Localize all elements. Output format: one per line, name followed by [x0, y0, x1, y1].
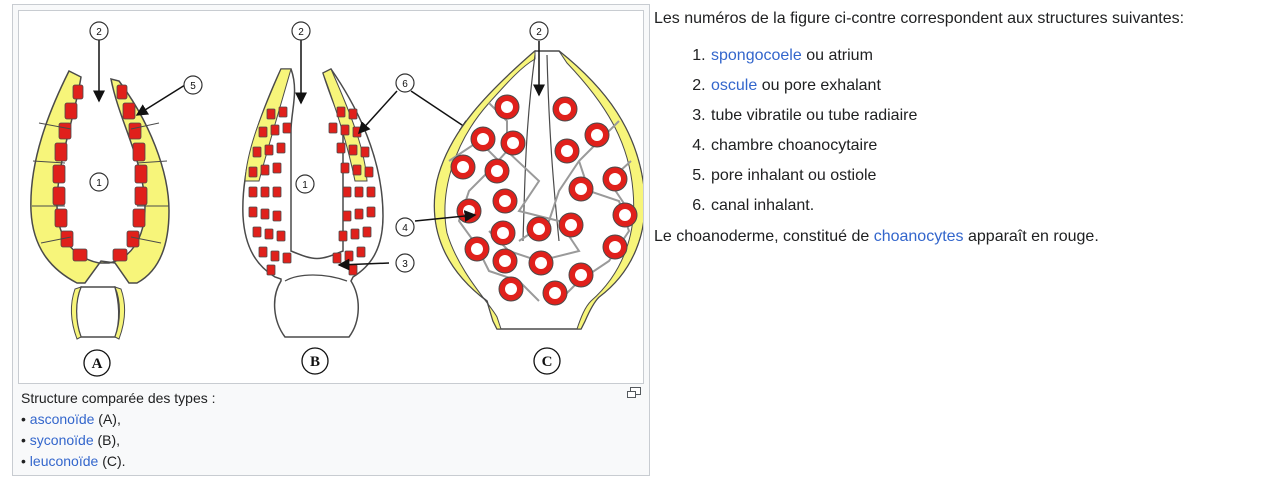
callout-2b: 2: [298, 27, 304, 38]
figure-caption: Structure comparée des types : • asconoï…: [21, 388, 621, 472]
list-item: chambre choanocytaire: [710, 131, 1269, 161]
caption-title: Structure comparée des types :: [21, 390, 216, 406]
callout-4: 4: [402, 223, 408, 234]
callout-1b: 1: [302, 180, 308, 191]
callout-1a: 1: [96, 178, 102, 189]
link-leuconoide[interactable]: leuconoïde: [29, 453, 99, 469]
structure-legend: Les numéros de la figure ci-contre corre…: [654, 8, 1269, 248]
link-choanocytes[interactable]: choanocytes: [873, 228, 964, 245]
list-item: tube vibratile ou tube radiaire: [710, 101, 1269, 131]
legend-outro: Le choanoderme, constitué de choanocytes…: [654, 228, 1099, 245]
list-item: oscule ou pore exhalant: [710, 71, 1269, 101]
panel-c-leuconoid: [414, 41, 643, 330]
link-oscule[interactable]: oscule: [711, 77, 758, 94]
callout-2a: 2: [96, 27, 102, 38]
callout-6: 6: [402, 79, 408, 90]
link-asconoide[interactable]: asconoïde: [29, 411, 95, 427]
structure-list: spongocoele ou atrium oscule ou pore exh…: [654, 41, 1269, 221]
sponge-structure-diagram[interactable]: 2 2 2 1 1 5 6 4 3 A B C: [18, 10, 644, 384]
panel-a-asconoid: [30, 39, 186, 340]
caption-item: • leuconoïde (C).: [21, 453, 126, 469]
link-spongocoele[interactable]: spongocoele: [711, 47, 802, 64]
caption-item: • asconoïde (A),: [21, 411, 121, 427]
legend-intro: Les numéros de la figure ci-contre corre…: [654, 10, 1185, 27]
callout-2c: 2: [536, 27, 542, 38]
callout-5: 5: [190, 81, 196, 92]
list-item: canal inhalant.: [710, 191, 1269, 221]
figure-thumbnail: 2 2 2 1 1 5 6 4 3 A B C Structure compar…: [12, 4, 650, 476]
callout-3: 3: [402, 259, 408, 270]
panel-label-b: B: [310, 354, 320, 370]
link-syconoide[interactable]: syconoïde: [29, 432, 94, 448]
panel-label-a: A: [92, 356, 103, 372]
list-item: spongocoele ou atrium: [710, 41, 1269, 71]
list-item: pore inhalant ou ostiole: [710, 161, 1269, 191]
panel-label-c: C: [542, 354, 553, 370]
enlarge-icon[interactable]: [626, 386, 642, 400]
panel-b-syconoid: [242, 39, 473, 338]
caption-item: • syconoïde (B),: [21, 432, 121, 448]
